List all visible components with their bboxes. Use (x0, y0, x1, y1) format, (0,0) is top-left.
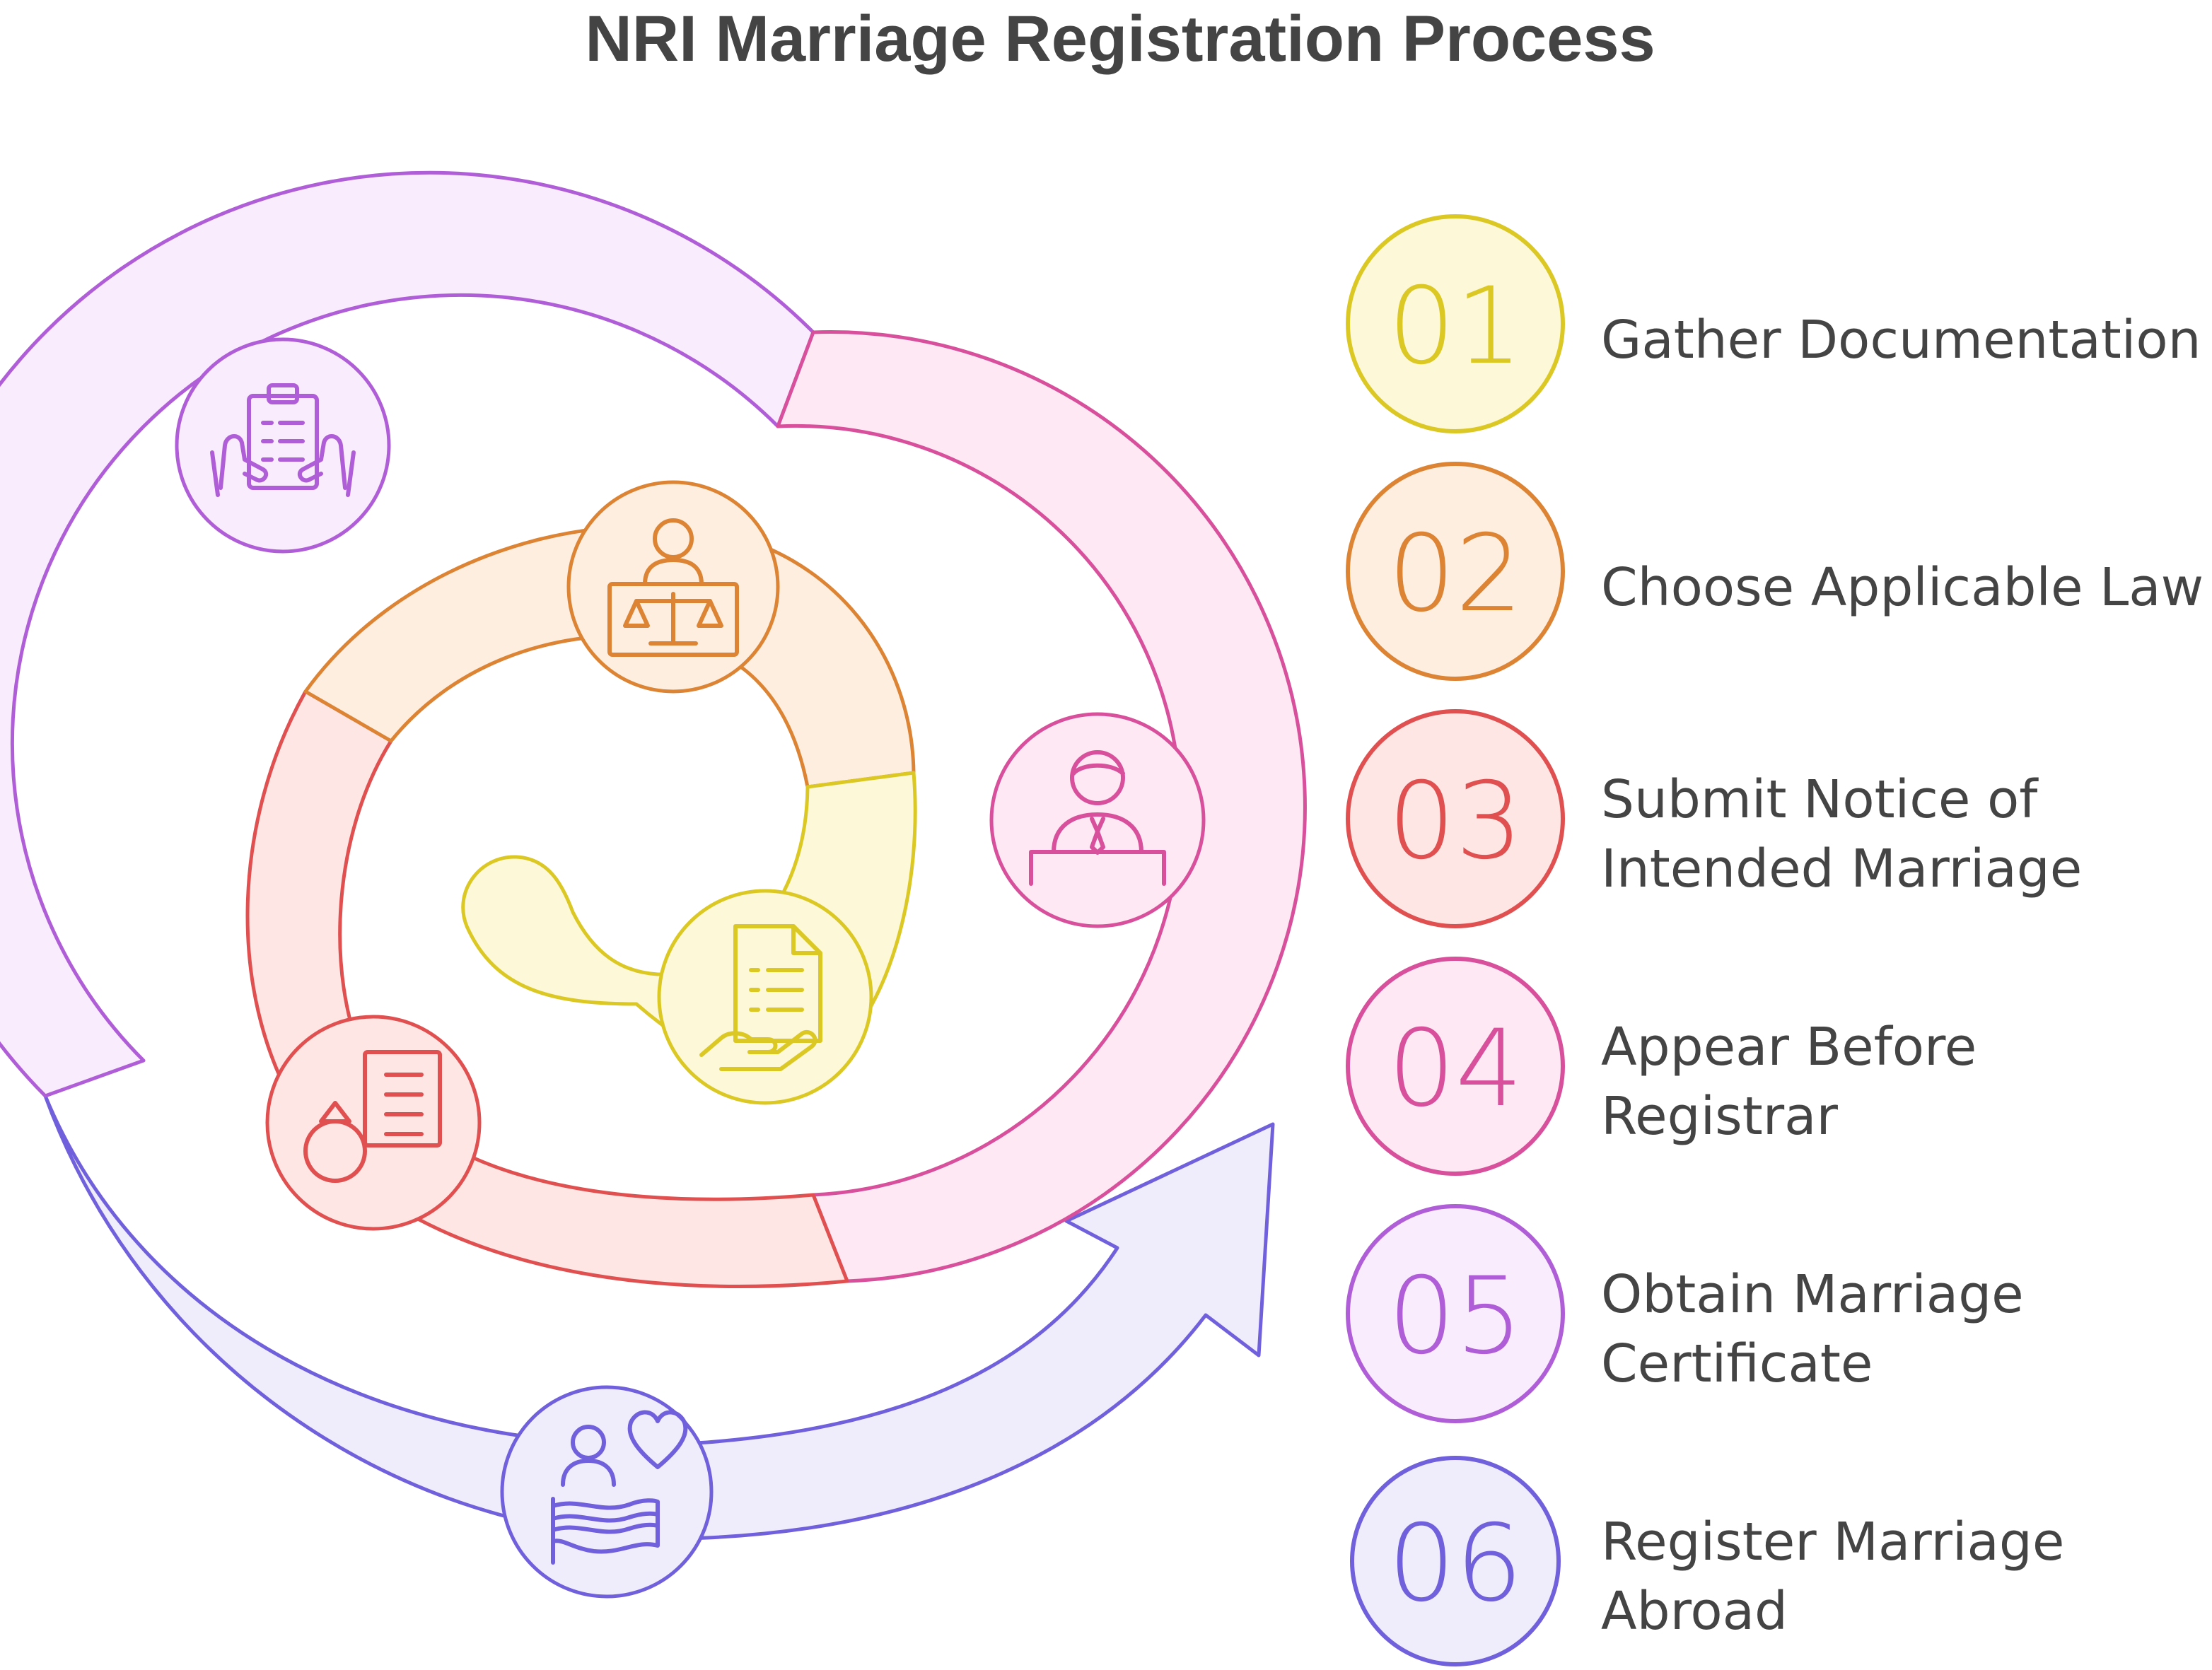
legend-step-03: 03 Submit Notice of Intended Marriage (1346, 709, 2082, 928)
step-number: 04 (1388, 1008, 1523, 1131)
couple-flag-icon (551, 1410, 688, 1565)
judge-scales-icon (607, 518, 739, 657)
band-step-06 (43, 1094, 1275, 1541)
step-number: 01 (1388, 265, 1523, 388)
bubble-step-01 (657, 889, 873, 1105)
step-number: 02 (1388, 513, 1523, 636)
step-label-line-2: Abroad (1601, 1581, 1788, 1642)
step-label: Gather Documentation (1601, 310, 2201, 370)
step-label-line-1: Submit Notice of (1601, 769, 2039, 830)
bubble-step-02 (566, 480, 780, 694)
bubble-step-05 (175, 337, 391, 554)
bubble-step-04 (989, 712, 1206, 928)
step-number: 06 (1388, 1502, 1523, 1625)
step-number: 03 (1388, 760, 1523, 883)
step-label-line-1: Register Marriage (1601, 1512, 2064, 1572)
band-step-04 (776, 330, 1307, 1283)
diagram-title: NRI Marriage Registration Process (585, 3, 1655, 75)
step-label-line-2: Intended Marriage (1601, 839, 2082, 899)
ring-document-icon (303, 1050, 442, 1183)
legend-step-01: 01 Gather Documentation (1346, 214, 2201, 433)
band-step-05 (0, 170, 815, 1098)
bubble-step-03 (265, 1015, 482, 1231)
registrar-icon (1029, 750, 1166, 886)
step-label: Choose Applicable Law (1601, 557, 2204, 618)
legend-step-05: 05 Obtain Marriage Certificate (1346, 1204, 2024, 1423)
legend-step-06: 06 Register Marriage Abroad (1350, 1456, 2064, 1666)
step-label-line-1: Obtain Marriage (1601, 1264, 2024, 1325)
clipboard-hands-icon (210, 383, 356, 497)
step-number: 05 (1388, 1255, 1523, 1378)
legend-step-04: 04 Appear Before Registrar (1346, 957, 1977, 1176)
legend-step-02: 02 Choose Applicable Law (1346, 462, 2204, 681)
step-label-line-2: Registrar (1601, 1086, 1838, 1147)
document-hand-icon (699, 924, 822, 1071)
step-label-line-2: Certificate (1601, 1333, 1873, 1394)
step-label-line-1: Appear Before (1601, 1017, 1977, 1078)
